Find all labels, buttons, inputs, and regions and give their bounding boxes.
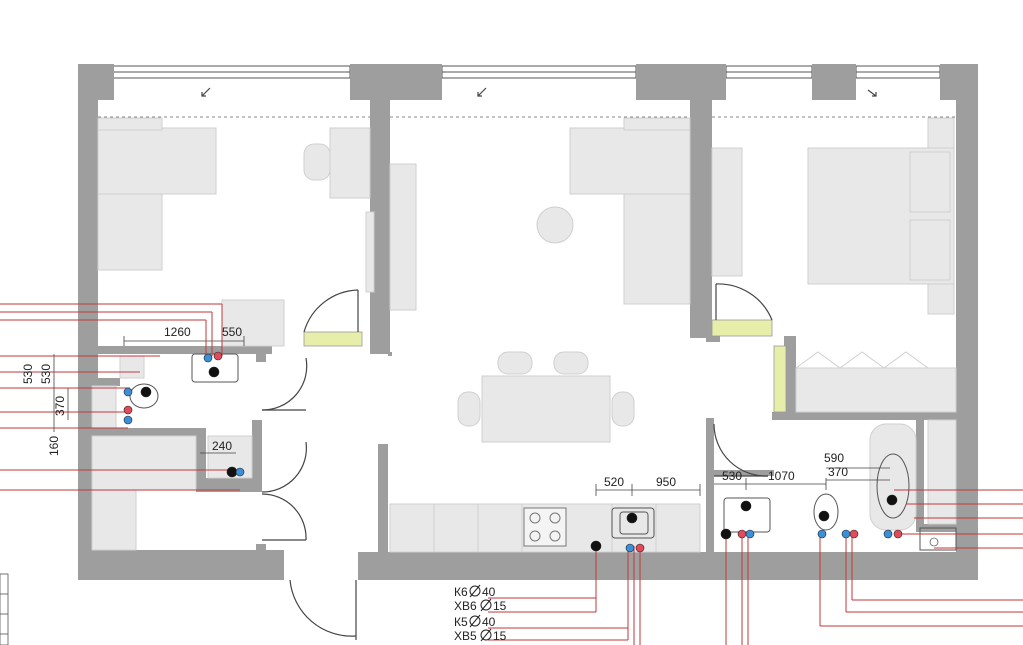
legend-row-k5: К5 40	[454, 614, 496, 629]
dim-550: 550	[222, 325, 242, 339]
legend-code: ХВ5	[454, 629, 477, 643]
legend-diameter: 40	[482, 585, 496, 599]
legend-row-xb6: ХВ6 15	[454, 598, 507, 613]
dim-520: 520	[604, 475, 624, 489]
door-thresholds	[303, 319, 787, 413]
dim-160: 160	[47, 436, 61, 456]
furniture-details	[433, 351, 929, 552]
dimension-lines	[53, 336, 890, 496]
legend-code: К6	[454, 585, 468, 599]
kitchen-sink-icon	[611, 507, 655, 539]
bidet-icon	[813, 493, 839, 531]
pipe-legend: К6 40 ХВ6 15 К5 40 ХВ5 15	[454, 584, 507, 643]
dim-530a: 530	[21, 364, 35, 384]
legend-code: К5	[454, 615, 468, 629]
dim-530c: 530	[722, 469, 742, 483]
legend-diameter: 15	[493, 599, 507, 613]
diameter-icon	[480, 598, 492, 612]
dim-240: 240	[212, 439, 232, 453]
diameter-icon	[469, 584, 481, 598]
legend-code: ХВ6	[454, 599, 477, 613]
dim-530b: 530	[39, 364, 53, 384]
dim-950: 950	[656, 475, 676, 489]
door-openings	[284, 552, 358, 580]
dimension-labels: 1260 550 530 530 370 160 240 520 950 530…	[21, 325, 848, 489]
diameter-icon	[480, 628, 492, 642]
stove-icon	[523, 507, 567, 547]
toilet-icon	[129, 383, 159, 409]
dim-590: 590	[824, 451, 844, 465]
dim-1070: 1070	[768, 469, 795, 483]
pipe-leader-lines	[0, 303, 1023, 645]
dim-1260: 1260	[164, 325, 191, 339]
diameter-icon	[469, 614, 481, 628]
legend-diameter: 40	[482, 615, 496, 629]
edge-grid	[0, 573, 9, 645]
bathtub-inner-icon	[876, 453, 910, 519]
pipe-points	[123, 351, 939, 553]
walls	[78, 64, 978, 580]
door-swings	[201, 87, 877, 640]
furniture	[91, 117, 957, 553]
legend-row-xb5: ХВ5 15	[454, 628, 507, 643]
legend-diameter: 15	[493, 629, 507, 643]
legend-row-k6: К6 40	[454, 584, 496, 599]
dim-370b: 370	[828, 465, 848, 479]
dim-370a: 370	[53, 396, 67, 416]
